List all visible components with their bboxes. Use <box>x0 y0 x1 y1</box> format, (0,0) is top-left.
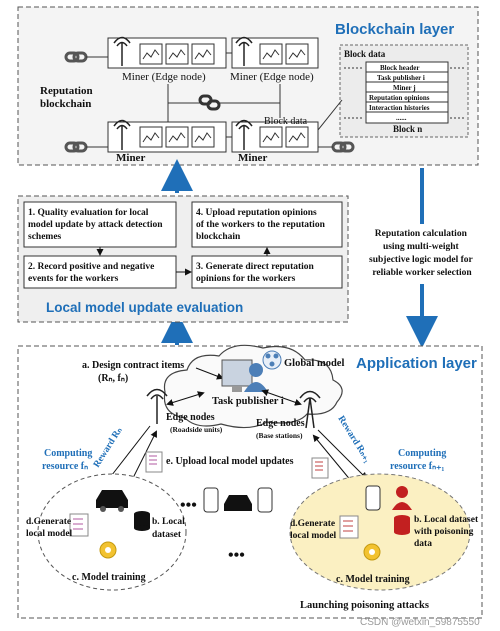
block-data-panel: Block data Block header Task publisher i… <box>339 44 469 138</box>
upload-arrow <box>131 430 157 481</box>
antenna-icon <box>235 36 253 66</box>
global-model-label: Global model <box>284 358 344 369</box>
pointer-arrow <box>195 367 224 380</box>
block-icon <box>139 126 215 148</box>
eval-step-2: 2. Record positive and negative events f… <box>23 255 177 289</box>
eval-step-4: 4. Upload reputation opinions of the wor… <box>191 201 343 248</box>
miner-label-3: Miner <box>116 152 145 164</box>
svg-text:3. Generate direct reputation: 3. Generate direct reputation opinions f… <box>196 262 316 284</box>
vehicle-row <box>203 487 273 513</box>
block-icon <box>259 126 309 148</box>
block-field: Interaction histories <box>369 104 430 112</box>
right-training-label: c. Model training <box>336 574 410 585</box>
block-field: Task publisher i <box>377 74 425 82</box>
worker-cluster-left <box>37 473 187 591</box>
link-arrow <box>261 389 302 406</box>
left-training-label: c. Model training <box>72 572 146 583</box>
phone-icon <box>365 485 381 511</box>
miner-node-1 <box>107 36 227 69</box>
model-update-icon <box>311 457 329 479</box>
design-contract-label: a. Design contract items (Rₙ, fₙ) <box>82 360 187 384</box>
block-field: Block header <box>380 64 419 72</box>
antenna-icon <box>235 119 253 150</box>
reward-arrow <box>106 425 151 482</box>
block-field: Reputation opinions <box>369 94 430 102</box>
side-note: Reputation calculation using multi-weigh… <box>369 229 475 278</box>
miner-edge-label-2: Miner (Edge node) <box>230 71 314 83</box>
block-n-label: Block n <box>393 124 422 134</box>
left-generate-label: d.Generate local model <box>26 517 74 539</box>
right-generate-label: d.Generate local model <box>290 519 338 541</box>
local-model-icon <box>69 513 89 537</box>
global-model-icon <box>262 350 282 370</box>
miner-label-4: Miner <box>238 152 267 164</box>
zoom-connector <box>317 99 343 131</box>
upload-updates-label: e. Upload local model updates <box>166 456 294 467</box>
block-field: ...... <box>396 114 407 122</box>
task-publisher-label: Task publisher i <box>212 396 284 407</box>
local-model-icon <box>339 515 359 539</box>
miner-edge-label-1: Miner (Edge node) <box>122 71 206 83</box>
reputation-blockchain-label: Reputation blockchain <box>40 85 95 110</box>
application-layer-title: Application layer <box>356 355 477 372</box>
block-data-label: Block data <box>264 116 308 127</box>
antenna-icon <box>113 36 131 66</box>
worker-cluster-right <box>289 473 471 591</box>
link-arrow <box>166 391 205 406</box>
blockchain-layer-title: Blockchain layer <box>335 21 454 38</box>
blockchain-connections <box>167 52 281 138</box>
right-dataset-label: b. Local dataset with poisoning data <box>414 515 481 549</box>
left-dataset-label: b. Local dataset <box>152 517 187 540</box>
miner-node-3 <box>107 119 227 153</box>
watermark: CSDN @wetxin_59875550 <box>360 617 480 628</box>
block-field: Miner j <box>393 84 416 92</box>
computing-left-label: Computing resource fₙ <box>42 448 95 472</box>
edge-nodes-left: Edge nodes (Roadside units) <box>166 412 223 434</box>
svg-text:2. Record positive and negativ: 2. Record positive and negative events f… <box>28 262 157 284</box>
poisoned-database-icon <box>394 515 410 535</box>
side-note-bg <box>354 224 490 284</box>
task-publisher-icon <box>221 359 268 392</box>
ellipsis-bottom: ••• <box>228 547 245 564</box>
eval-step-3: 3. Generate direct reputation opinions f… <box>191 255 343 289</box>
antenna-icon <box>113 119 131 150</box>
computing-right-label: Computing resource fₙ₊₁ <box>390 448 449 472</box>
ellipsis-top: ••• <box>180 497 197 514</box>
block-data-panel-title: Block data <box>344 49 386 59</box>
car-icon <box>96 490 128 512</box>
poisoning-label: Launching poisoning attacks <box>300 600 429 611</box>
attacker-icon <box>392 486 412 510</box>
chain-link-icon <box>198 94 221 111</box>
eval-step-1: 1. Quality evaluation for local model up… <box>23 201 177 248</box>
upload-arrow <box>312 434 353 483</box>
svg-text:1. Quality evaluation for loca: 1. Quality evaluation for local model up… <box>28 208 165 242</box>
training-gear-icon <box>363 543 381 561</box>
edge-nodes-right: Edge nodes (Base stations) <box>256 418 307 440</box>
training-gear-icon <box>99 541 117 559</box>
block-icon <box>139 43 215 65</box>
reward-arrow <box>317 429 368 480</box>
svg-text:4. Upload reputation opinions: 4. Upload reputation opinions of the wor… <box>196 208 327 242</box>
database-icon <box>134 511 150 531</box>
miner-node-2 <box>231 36 319 69</box>
model-update-icon <box>145 451 163 473</box>
block-icon <box>259 43 309 65</box>
miner-node-4 <box>231 119 319 153</box>
roadside-unit-icon <box>146 388 168 424</box>
local-eval-title: Local model update evaluation <box>46 300 243 315</box>
